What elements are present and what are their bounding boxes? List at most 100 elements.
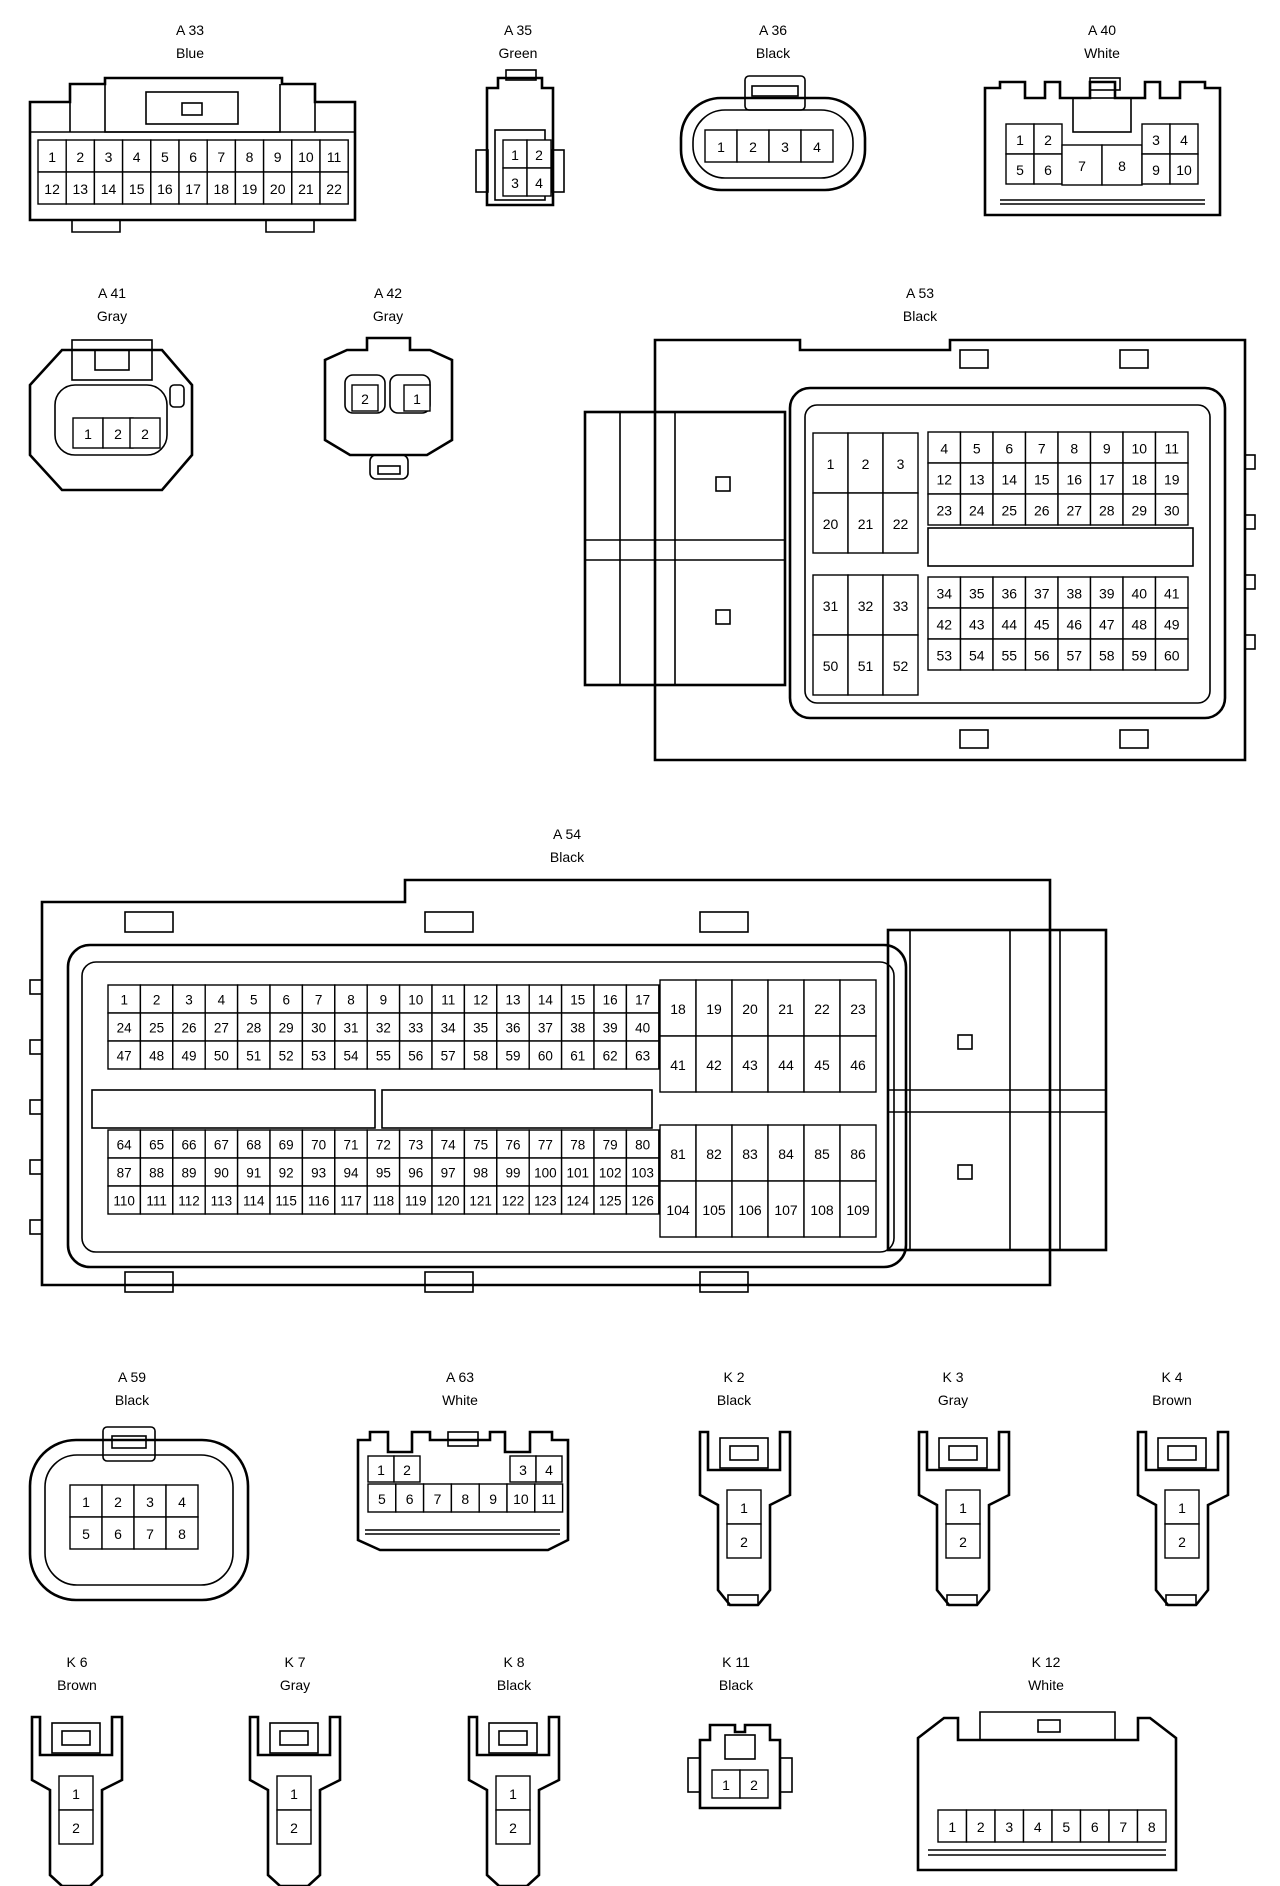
pin-cell <box>882 634 919 696</box>
pin-cell <box>1024 493 1059 526</box>
pin-number: 10 <box>298 149 314 165</box>
connector-color: Black <box>549 849 585 865</box>
pin-cell <box>1136 1809 1167 1843</box>
pin-cell <box>234 171 265 205</box>
pin-cell <box>767 1035 805 1093</box>
pin-number: 1 <box>48 149 56 165</box>
pin-number: 32 <box>376 1021 391 1036</box>
connector-color: White <box>442 1392 478 1408</box>
pin-number: 22 <box>326 181 342 197</box>
connector-color: Black <box>902 308 938 324</box>
pin-number: 25 <box>149 1021 164 1036</box>
pin-number: 29 <box>1131 503 1147 519</box>
pin-cell <box>269 1012 304 1042</box>
pin-number: 3 <box>511 175 519 191</box>
pin-number: 28 <box>246 1021 261 1036</box>
pin-cell <box>463 1129 498 1159</box>
pin-cell <box>847 492 884 554</box>
connector-color: Green <box>498 45 538 61</box>
pin-number: 26 <box>181 1021 196 1036</box>
pin-cell <box>165 1484 199 1518</box>
pin-number: 9 <box>1152 162 1160 178</box>
pin-number: 39 <box>603 1021 618 1036</box>
pin-cell <box>431 1040 466 1070</box>
pin-number: 21 <box>298 181 314 197</box>
pin-number: 117 <box>340 1194 362 1209</box>
pin-cell <box>800 129 834 163</box>
pin-number: 99 <box>505 1166 520 1181</box>
pin-cell <box>1141 153 1171 185</box>
pin-number: 72 <box>376 1138 391 1153</box>
pin-number: 65 <box>149 1138 164 1153</box>
pin-cell <box>1089 638 1124 671</box>
pin-number: 68 <box>246 1138 261 1153</box>
pin-number: 8 <box>1148 1819 1156 1835</box>
pin-number: 42 <box>936 617 952 633</box>
pin-number: 10 <box>513 1491 529 1507</box>
connector-code: A 36 <box>758 22 788 38</box>
pin-number: 35 <box>473 1021 488 1036</box>
pin-number: 110 <box>113 1194 135 1209</box>
pin-number: 7 <box>315 993 323 1008</box>
pin-number: 11 <box>1164 441 1179 457</box>
pin-number: 124 <box>567 1194 590 1209</box>
pin-cell <box>502 139 528 169</box>
pin-cell <box>593 1012 628 1042</box>
pin-number: 7 <box>434 1491 442 1507</box>
pin-cell <box>393 1455 421 1483</box>
pin-cell <box>301 1157 336 1187</box>
pin-number: 57 <box>441 1049 456 1064</box>
pin-number: 85 <box>814 1146 830 1162</box>
pin-number: 15 <box>1034 472 1050 488</box>
connector-code: A 59 <box>117 1369 147 1385</box>
pin-cell <box>803 1124 841 1182</box>
connector-code: A 53 <box>905 285 935 301</box>
pin-cell <box>58 1809 94 1845</box>
pin-number: 1 <box>717 139 725 155</box>
pin-number: 11 <box>541 1491 556 1507</box>
pin-number: 36 <box>1001 586 1017 602</box>
pin-cell <box>1089 431 1124 464</box>
pin-number: 100 <box>534 1166 557 1181</box>
pin-cell <box>882 432 919 494</box>
pin-number: 4 <box>178 1494 186 1510</box>
pin-cell <box>767 1180 805 1238</box>
pin-number: 2 <box>1044 132 1052 148</box>
connector-color: Black <box>755 45 791 61</box>
pin-cell <box>812 432 849 494</box>
pin-number: 19 <box>242 181 258 197</box>
pin-number: 15 <box>570 993 585 1008</box>
pin-number: 2 <box>361 391 369 407</box>
pin-cell <box>803 1180 841 1238</box>
pin-cell <box>107 1185 142 1215</box>
pin-number: 21 <box>858 516 874 532</box>
pin-number: 114 <box>243 1194 265 1209</box>
pin-number: 5 <box>250 993 258 1008</box>
pin-number: 43 <box>742 1057 758 1073</box>
pin-cell <box>659 1180 697 1238</box>
pin-number: 90 <box>214 1166 229 1181</box>
pin-number: 1 <box>740 1500 748 1516</box>
pin-cell <box>847 634 884 696</box>
pin-cell <box>496 984 530 1014</box>
pin-cell <box>102 417 134 449</box>
connector-color: Black <box>716 1392 752 1408</box>
pin-number: 80 <box>635 1138 650 1153</box>
pin-cell <box>496 1185 530 1215</box>
pin-cell <box>812 634 849 696</box>
pin-number: 13 <box>505 993 520 1008</box>
pin-number: 5 <box>1016 162 1024 178</box>
pin-number: 8 <box>178 1526 186 1542</box>
pin-cell <box>93 139 124 173</box>
pin-cell <box>101 1516 135 1550</box>
pin-cell <box>593 1129 628 1159</box>
pin-number: 45 <box>814 1057 830 1073</box>
pin-number: 107 <box>774 1202 798 1218</box>
pin-number: 54 <box>343 1049 359 1064</box>
pin-cell <box>659 1035 697 1093</box>
pin-number: 54 <box>969 648 985 664</box>
pin-number: 44 <box>1001 617 1017 633</box>
pin-number: 1 <box>959 1500 967 1516</box>
